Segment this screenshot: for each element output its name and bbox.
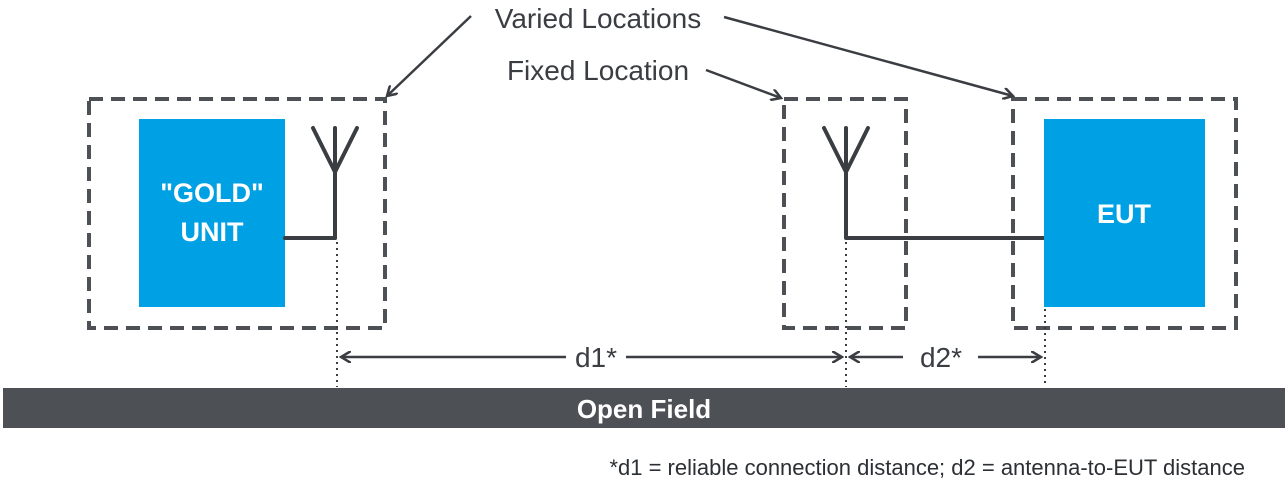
gold-antenna-icon (283, 126, 359, 240)
varied-locations-label: Varied Locations (495, 3, 702, 34)
footnote: *d1 = reliable connection distance; d2 =… (609, 455, 1245, 480)
gold-unit-label-line2: UNIT (181, 217, 244, 247)
gold-location-box (87, 97, 387, 330)
gold-unit-label-line1: "GOLD" (160, 178, 264, 208)
d2-label: d2* (920, 342, 962, 373)
eut-location-box (1011, 97, 1238, 330)
fixed-antenna-icon (822, 126, 870, 240)
gold-unit-block (139, 119, 285, 307)
eut-block (1044, 119, 1205, 307)
open-field-label: Open Field (577, 394, 711, 424)
d1-label: d1* (575, 342, 617, 373)
fixed-location-label: Fixed Location (507, 55, 689, 86)
varied-arrow-gold (387, 15, 472, 96)
varied-arrow-eut (723, 15, 1013, 96)
open-field-bar (3, 388, 1285, 428)
fixed-arrow (705, 68, 781, 98)
eut-label: EUT (1097, 199, 1152, 229)
